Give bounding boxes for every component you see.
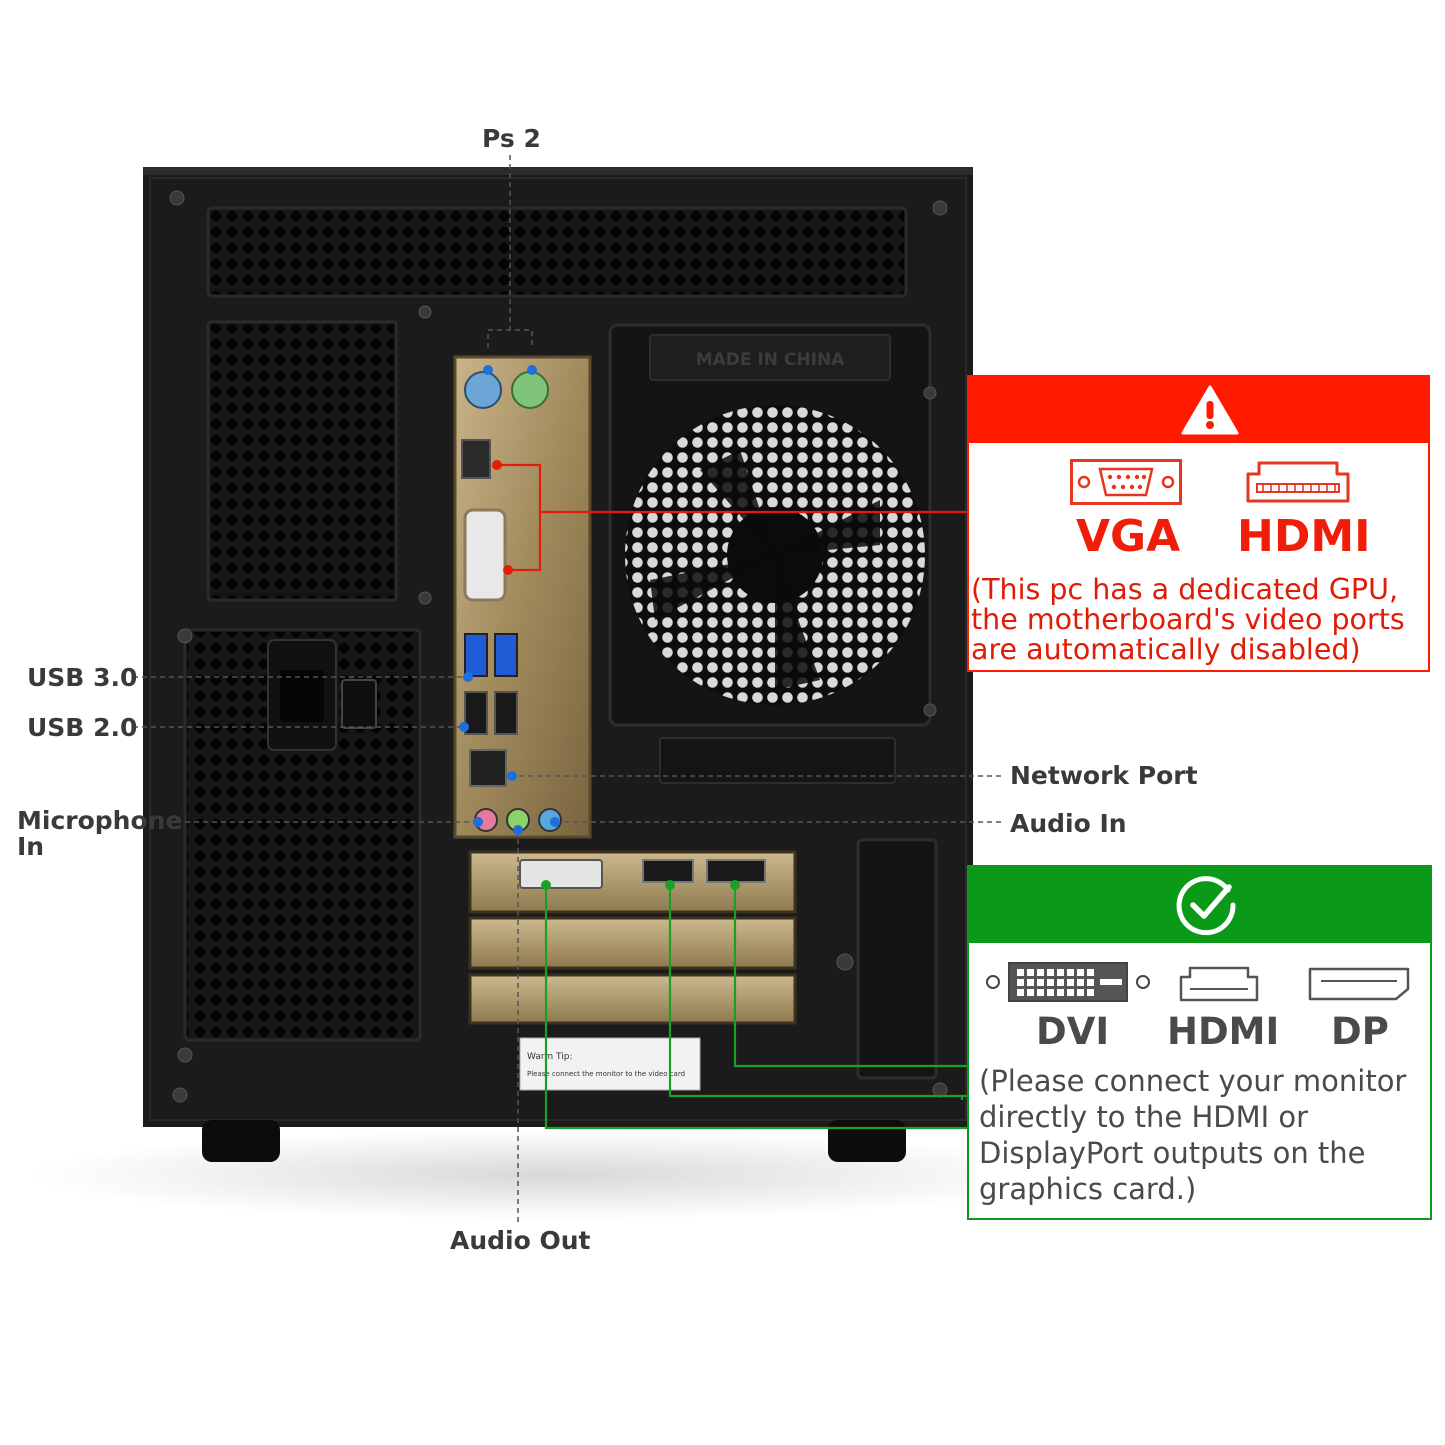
gpu-dp-port <box>706 859 766 883</box>
dvi-connector-icon <box>986 962 1150 1002</box>
onboard-hdmi-red-line <box>497 463 968 514</box>
hdmi-connector-icon-red <box>1246 461 1350 503</box>
floor-shadow <box>30 1130 1070 1220</box>
hdmi-port-name-red: HDMI <box>1237 511 1371 562</box>
audio-in-label: Audio In <box>1010 809 1127 838</box>
recommended-note-line3: DisplayPort outputs on the <box>979 1136 1366 1170</box>
dp-port-name: DP <box>1331 1010 1389 1053</box>
empty-slot-cover <box>856 838 938 1080</box>
onboard-vga-port <box>463 508 507 602</box>
case-foot-left <box>202 1120 280 1162</box>
hdmi-port-name-green: HDMI <box>1167 1010 1280 1053</box>
onboard-vga-red-line <box>508 512 542 572</box>
microphone-label-line2: In <box>17 832 45 861</box>
vga-port-name: VGA <box>1076 511 1181 562</box>
network-port-label: Network Port <box>1010 761 1198 790</box>
warning-note-line2: the motherboard's video ports <box>971 603 1405 636</box>
vga-connector-icon <box>1070 459 1182 505</box>
psu-panel <box>183 628 422 1042</box>
power-switch <box>341 679 377 729</box>
warm-tip-body: Please connect the monitor to the video … <box>527 1070 685 1078</box>
lan-port <box>469 749 507 787</box>
dvi-port-name: DVI <box>1036 1010 1110 1053</box>
warning-panel: VGA HDMI (This pc has a dedicated GPU, t… <box>967 375 1430 672</box>
usb3-port-1 <box>464 633 488 677</box>
top-vent <box>206 206 908 298</box>
lower-bracket <box>659 737 896 784</box>
warning-panel-header <box>969 377 1428 443</box>
usb2-port-1 <box>464 691 488 735</box>
warning-note-line3: are automatically disabled) <box>971 633 1361 666</box>
usb2-port-2 <box>494 691 518 735</box>
gpu-vent-bracket <box>468 916 797 970</box>
displayport-connector-icon <box>1308 967 1410 1001</box>
ps2-keyboard-port <box>511 371 549 409</box>
hdmi-connector-icon-green <box>1179 966 1259 1002</box>
side-vent <box>206 320 398 602</box>
made-in-china-text: MADE IN CHINA <box>696 350 845 370</box>
recommended-panel-header <box>969 867 1430 943</box>
gpu-dvi-port <box>519 859 603 889</box>
gpu-hdmi-green-line <box>668 885 964 1100</box>
recommended-note: (Please connect your monitor directly to… <box>979 1063 1431 1207</box>
recommended-panel: DVI HDMI DP (Please connect your monitor… <box>967 865 1432 1220</box>
microphone-label-line1: Microphone <box>17 806 183 835</box>
onboard-hdmi-port <box>461 439 491 479</box>
audio-out-label: Audio Out <box>450 1226 591 1255</box>
wifi-bracket <box>468 973 797 1025</box>
usb3-port-2 <box>494 633 518 677</box>
case-foot-right <box>828 1120 906 1162</box>
warning-triangle-icon <box>1181 385 1239 435</box>
gpu-dvi-green-line <box>544 885 968 1130</box>
gpu-dp-green-line <box>733 885 968 1068</box>
warm-tip-title: Warm Tip: <box>527 1052 572 1062</box>
recommended-note-line4: graphics card.) <box>979 1172 1197 1206</box>
warning-note-line1: (This pc has a dedicated GPU, <box>971 573 1399 606</box>
ps2-label: Ps 2 <box>482 124 541 153</box>
microphone-label: Microphone In <box>17 808 182 860</box>
recommended-note-line2: directly to the HDMI or <box>979 1100 1309 1134</box>
gpu-hdmi-port <box>642 859 694 883</box>
warning-note: (This pc has a dedicated GPU, the mother… <box>971 575 1430 665</box>
usb3-label: USB 3.0 <box>27 663 138 692</box>
ps2-mouse-port <box>464 371 502 409</box>
checkmark-circle-icon <box>1176 876 1236 936</box>
recommended-note-line1: (Please connect your monitor <box>979 1064 1407 1098</box>
usb2-label: USB 2.0 <box>27 713 138 742</box>
